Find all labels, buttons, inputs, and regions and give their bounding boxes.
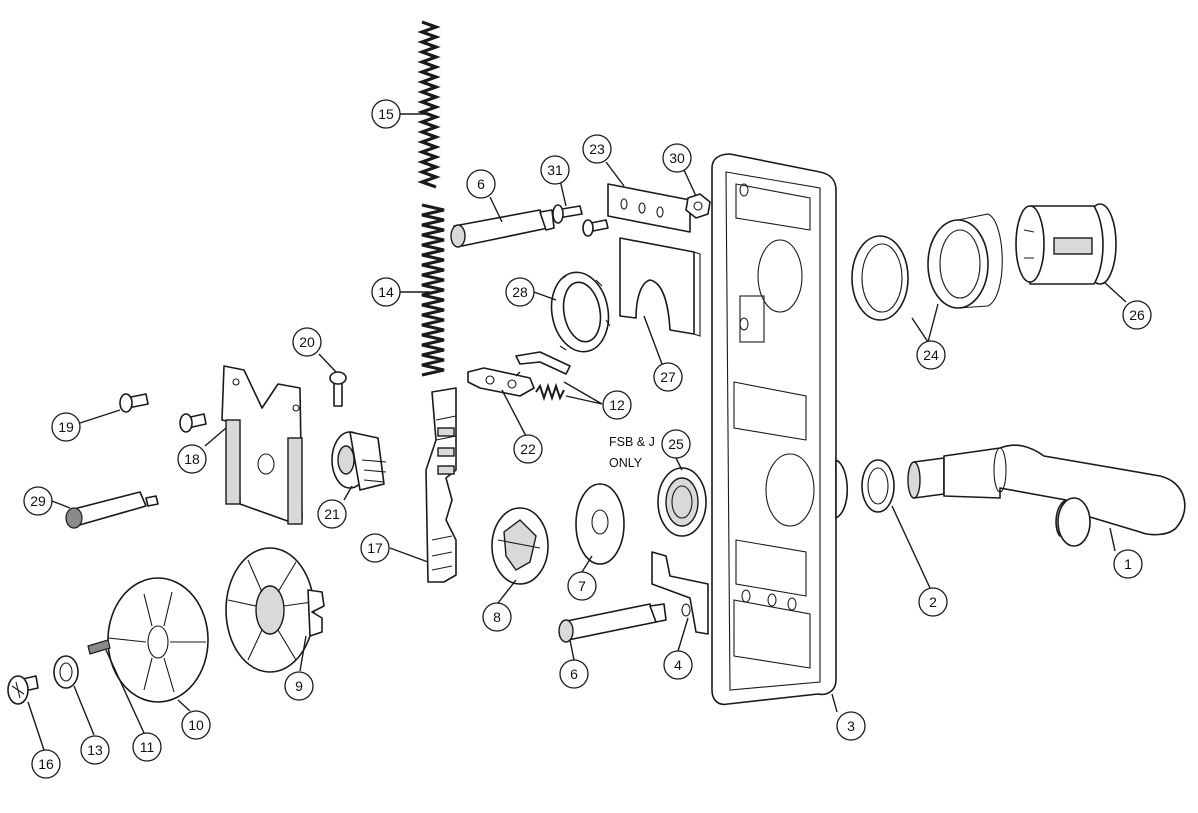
callout-24: 24	[916, 340, 946, 370]
svg-text:10: 10	[188, 717, 204, 733]
svg-text:3: 3	[847, 718, 855, 734]
callout-4: 4	[663, 650, 693, 680]
svg-text:13: 13	[87, 742, 103, 758]
callout-27: 27	[653, 362, 683, 392]
svg-text:22: 22	[520, 441, 536, 457]
callout-22: 22	[513, 434, 543, 464]
svg-text:14: 14	[378, 284, 394, 300]
svg-text:29: 29	[30, 493, 46, 509]
svg-text:16: 16	[38, 756, 54, 772]
svg-text:11: 11	[140, 739, 155, 755]
callout-26: 26	[1122, 300, 1152, 330]
callout-28: 28	[505, 277, 535, 307]
callout-3: 3	[836, 711, 866, 741]
rings-24	[851, 213, 1003, 321]
clip-13	[515, 351, 571, 402]
svg-text:24: 24	[923, 347, 939, 363]
callout-7: 7	[567, 571, 597, 601]
callout-6-lower: 6	[559, 659, 589, 689]
svg-text:1: 1	[1124, 556, 1132, 572]
fsb-note-line1: FSB & J	[609, 435, 655, 449]
screw-14	[7, 675, 39, 705]
spring-16	[417, 20, 441, 189]
nut-30	[685, 193, 711, 219]
callout-11: 11	[132, 732, 162, 762]
bracket-4	[651, 551, 709, 635]
housing-3	[711, 153, 848, 706]
spring-15	[421, 203, 445, 377]
svg-text:20: 20	[299, 334, 315, 350]
cylinder-26	[1015, 203, 1117, 285]
fsb-note-line2: ONLY	[609, 456, 643, 470]
svg-text:15: 15	[378, 106, 394, 122]
callout-31: 31	[540, 155, 570, 185]
svg-text:27: 27	[660, 369, 676, 385]
callout-20: 20	[292, 327, 322, 357]
svg-text:26: 26	[1129, 307, 1145, 323]
svg-text:31: 31	[547, 162, 563, 178]
svg-text:4: 4	[674, 657, 682, 673]
svg-text:2: 2	[929, 594, 937, 610]
callout-6-upper: 6	[466, 169, 496, 199]
svg-text:25: 25	[668, 436, 684, 452]
svg-text:28: 28	[512, 284, 528, 300]
svg-text:30: 30	[669, 150, 685, 166]
rack-bar-17	[425, 387, 457, 583]
callout-9: 9	[284, 671, 314, 701]
callout-14: 16	[31, 749, 61, 779]
lever-handle-1	[907, 444, 1186, 547]
callout-18: 18	[177, 444, 207, 474]
screw-19	[119, 393, 149, 413]
callout-30: 30	[662, 143, 692, 173]
leader-lines	[27, 113, 1127, 751]
standoff-6-lower	[558, 603, 667, 643]
plate-27	[619, 237, 701, 337]
washer-7	[575, 483, 625, 565]
cam-ring-25	[657, 467, 707, 537]
callout-25: 25	[661, 429, 691, 459]
callout-17: 17	[360, 533, 390, 563]
pin-11	[87, 639, 111, 655]
washer-12	[53, 655, 79, 689]
screws-31	[552, 204, 609, 237]
washer-2	[861, 459, 895, 513]
cam-8	[491, 507, 549, 585]
svg-text:9: 9	[295, 678, 303, 694]
callout-2: 2	[918, 587, 948, 617]
callout-23: 23	[582, 134, 612, 164]
svg-text:7: 7	[578, 578, 586, 594]
ring-28	[550, 271, 611, 353]
gear-disc-9	[225, 547, 325, 673]
callout-12: 13	[80, 735, 110, 765]
svg-text:18: 18	[184, 451, 200, 467]
disc-10	[107, 577, 209, 703]
screw-20	[329, 371, 347, 407]
callout-15: 14	[371, 277, 401, 307]
svg-text:12: 12	[609, 397, 625, 413]
plate-23	[607, 183, 691, 233]
callout-16: 15	[371, 99, 401, 129]
svg-text:19: 19	[58, 419, 74, 435]
svg-text:8: 8	[493, 609, 501, 625]
callout-13: 12	[602, 390, 632, 420]
svg-text:23: 23	[589, 141, 605, 157]
callout-1: 1	[1113, 549, 1143, 579]
callout-8: 8	[482, 602, 512, 632]
spindle-29	[65, 491, 159, 529]
svg-text:17: 17	[367, 540, 383, 556]
callout-10: 10	[181, 710, 211, 740]
gear-hub-21	[331, 431, 387, 491]
standoff-6-upper	[450, 209, 555, 248]
svg-text:6: 6	[477, 176, 485, 192]
callout-29: 29	[23, 486, 53, 516]
svg-text:6: 6	[570, 666, 578, 682]
callout-19: 19	[51, 412, 81, 442]
svg-text:21: 21	[324, 506, 340, 522]
lever-22	[467, 367, 535, 397]
bracket-18	[179, 365, 303, 525]
callout-21: 21	[317, 499, 347, 529]
